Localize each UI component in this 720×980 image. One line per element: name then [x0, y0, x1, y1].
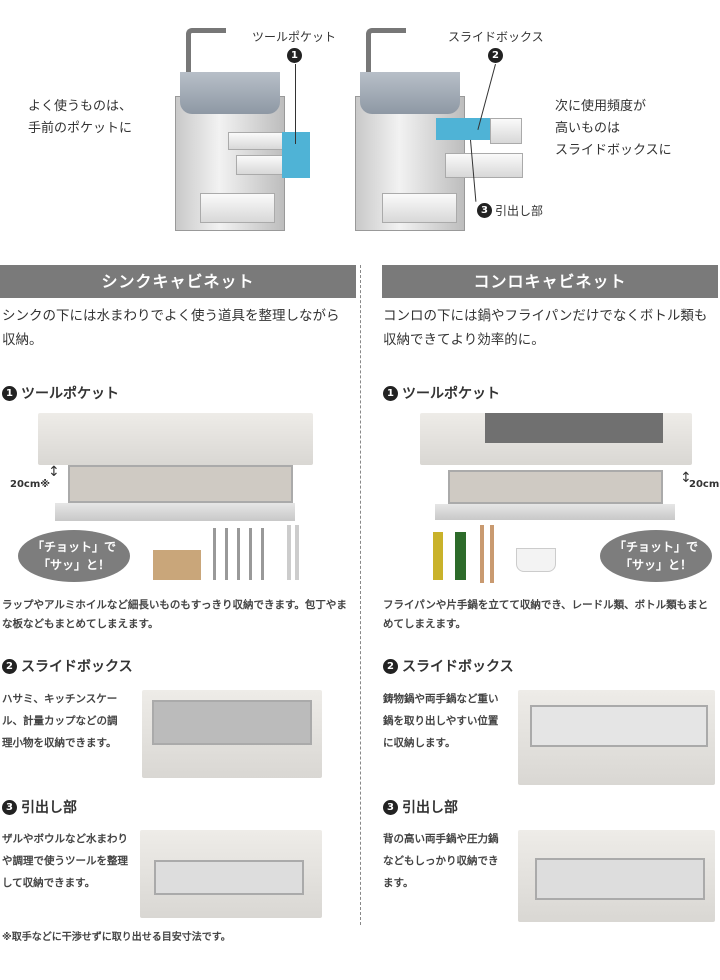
tool-pocket-photo	[68, 465, 293, 503]
marker-3: 3	[477, 203, 492, 218]
tray	[530, 705, 708, 747]
tool-pocket-highlight	[282, 132, 310, 178]
label-tool-pocket: ツールポケット	[252, 30, 337, 44]
number-badge: 1	[383, 385, 398, 401]
number-badge: 3	[2, 799, 17, 815]
dimension-arrow-icon: ↕	[680, 470, 692, 486]
speech-bubble: 「チョット」で「サッ」と！	[18, 530, 130, 582]
stove-section-2-desc: 鋳物鍋や両手鍋など重い鍋を取り出しやすい位置に収納します。	[383, 693, 499, 749]
title-text: スライドボックス	[402, 659, 514, 675]
number-badge: 1	[2, 385, 17, 401]
text-line: よく使うものは、	[28, 99, 133, 114]
stove-section-1-desc: フライパンや片手鍋を立てて収納でき、レードル類、ボトル類もまとめてしまえます。	[383, 599, 709, 630]
diagram-left-text: よく使うものは、 手前のポケットに	[28, 96, 132, 140]
column-divider	[360, 265, 361, 925]
label-slide-box: スライドボックス	[448, 30, 544, 44]
ladles-image	[480, 525, 500, 583]
sink-section-1-desc: ラップやアルミホイルなど細長いものもすっきり収納できます。包丁やまな板などもまと…	[2, 599, 347, 630]
stove-intro: コンロの下には鍋やフライパンだけでなくボトル類も収納できてより効率的に。	[383, 308, 708, 348]
number-badge: 2	[2, 658, 17, 674]
oil-bottle-image	[433, 532, 443, 580]
marker-1: 1	[287, 48, 302, 63]
title-text: スライドボックス	[21, 659, 133, 675]
speech-bubble: 「チョット」で「サッ」と！	[600, 530, 712, 582]
sink-section-2-desc: ハサミ、キッチンスケール、計量カップなどの調理小物を収納できます。	[2, 693, 118, 749]
bubble-line: 「チョット」で	[31, 540, 116, 554]
marker-2: 2	[488, 48, 503, 63]
dimension-arrow-icon: ↕	[48, 464, 60, 480]
title-text: 引出し部	[21, 800, 77, 816]
slide-box-highlight	[436, 118, 490, 140]
footnote: ※取手などに干渉せずに取り出せる目安寸法です。	[2, 932, 231, 943]
sink-intro: シンクの下には水まわりでよく使う道具を整理しながら収納。	[2, 308, 340, 348]
stove-cabinet-header: コンロキャビネット	[382, 265, 718, 298]
label-text: 引出し部	[495, 204, 544, 218]
dimension-label: 20cm※	[10, 479, 50, 490]
text-line: 高いものは	[555, 121, 621, 136]
sink-section-3-desc: ザルやボウルなど水まわりや調理で使うツールを整理して収納できます。	[2, 833, 128, 889]
tray	[535, 858, 705, 900]
dimension-label: 20cm※	[689, 479, 720, 490]
drawer-front	[55, 503, 295, 521]
bubble-line: 「チョット」で	[613, 540, 698, 554]
knives-image	[213, 528, 273, 580]
diagram-right-text: 次に使用頻度が 高いものは スライドボックスに	[555, 96, 672, 162]
text-line: 次に使用頻度が	[555, 99, 647, 114]
label-drawer: 3 引出し部	[477, 202, 543, 219]
sink-countertop-photo	[38, 413, 313, 465]
stove-section-3-desc: 背の高い両手鍋や圧力鍋などもしっかり収納できます。	[383, 833, 499, 889]
sink-cabinet-header: シンクキャビネット	[0, 265, 356, 298]
text-line: 手前のポケットに	[28, 121, 133, 136]
title-text: ツールポケット	[21, 386, 119, 402]
saucepan-image	[516, 548, 556, 572]
title-text: ツールポケット	[402, 386, 500, 402]
tray	[154, 860, 304, 895]
number-badge: 2	[383, 658, 398, 674]
bubble-line: 「サッ」と！	[619, 558, 692, 572]
drawer-front	[435, 504, 675, 520]
stove-tool-pocket-photo	[448, 470, 663, 504]
bottle-image	[455, 532, 466, 580]
title-text: 引出し部	[402, 800, 458, 816]
tray	[152, 700, 312, 745]
wrap-rolls-image	[287, 525, 301, 580]
number-badge: 3	[383, 799, 398, 815]
gas-hob-image	[485, 413, 663, 443]
cutting-board-image	[153, 550, 201, 580]
text-line: スライドボックスに	[555, 143, 672, 158]
bubble-line: 「サッ」と！	[37, 558, 110, 572]
